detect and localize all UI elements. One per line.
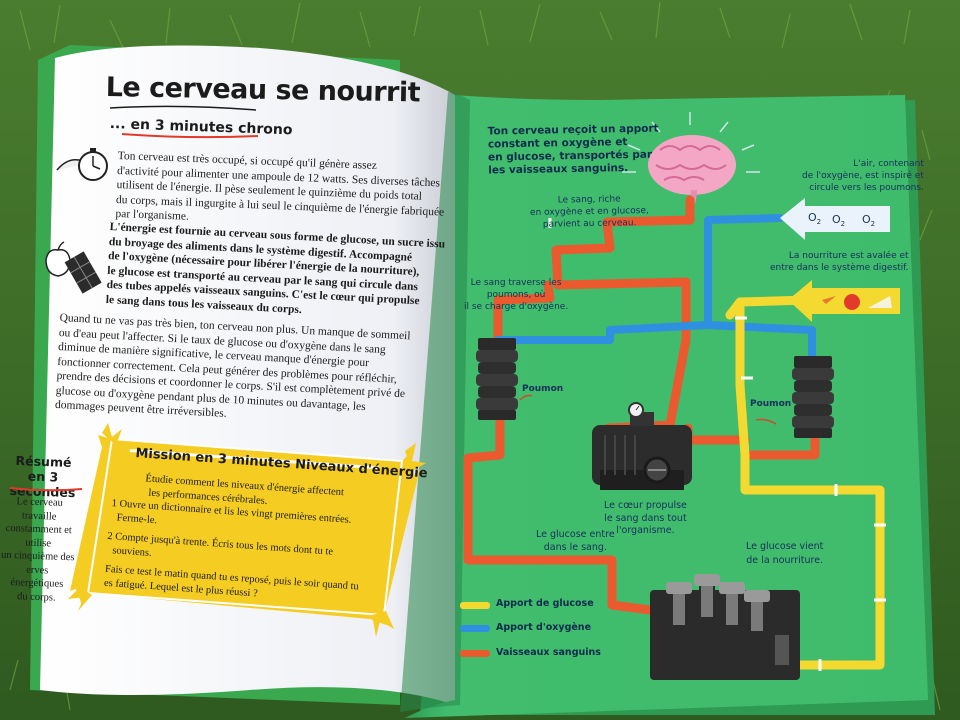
text-line: le sang dans tout xyxy=(604,512,687,524)
o2-label-1: O2 xyxy=(808,211,822,227)
text-line: constamment et utilise xyxy=(5,522,72,549)
subtitle-underline xyxy=(121,133,259,139)
poumon-left-label: Poumon xyxy=(522,384,564,394)
text-line: Résumé xyxy=(15,453,72,470)
legend-swatch-blood xyxy=(460,650,490,657)
glucose-pipe xyxy=(725,295,885,670)
text-line: circule vers les poumons. xyxy=(809,183,924,193)
air-text: L'air, contenant de l'oxygène, est inspi… xyxy=(802,158,924,194)
glucose-entre-text: Le glucose entre dans le sang. xyxy=(536,528,615,554)
legend-label-blood: Vaisseaux sanguins xyxy=(496,647,601,658)
text-line: un cinquième des xyxy=(0,549,75,564)
text-line: L'air, contenant xyxy=(853,159,924,169)
paragraph-2: L'énergie est fournie au cerveau sous fo… xyxy=(105,220,446,324)
o2-label-2: O2 xyxy=(832,213,846,229)
digestive-engine-icon xyxy=(650,574,800,680)
grass-blades xyxy=(9,1,941,711)
legend-label-glucose: Apport de glucose xyxy=(496,598,594,609)
legend-label-oxygen: Apport d'oxygène xyxy=(496,622,592,633)
resume-text: Le cerveau travaille constamment et util… xyxy=(0,495,78,606)
poumon-right-label: Poumon xyxy=(750,399,792,409)
coeur-text: Le cœur propulse le sang dans tout l'org… xyxy=(604,500,687,538)
text-line: dans le sang. xyxy=(543,542,607,553)
title-underline xyxy=(109,105,257,111)
paragraph-3: Quand tu ne vas pas très bien, ton cerve… xyxy=(55,311,411,431)
text-line: de l'oxygène, est inspiré et xyxy=(802,171,924,181)
text-line: Le cerveau travaille xyxy=(16,496,64,523)
text-line: il se charge d'oxygène. xyxy=(464,302,569,312)
text-line: de la nourriture. xyxy=(746,555,824,566)
intro-text: Ton cerveau reçoit un apport constant en… xyxy=(488,123,660,178)
text-line: Le glucose vient xyxy=(746,541,824,552)
apple-chocolate-icon xyxy=(45,241,102,294)
text-line: parvient au cerveau. xyxy=(542,218,637,230)
resume-title: Résumé en 3 secondes xyxy=(7,453,79,500)
text-line: Le sang traverse les xyxy=(470,278,562,288)
nourriture-text: La nourriture est avalée et entre dans l… xyxy=(770,250,909,274)
glucose-vient-text: Le glucose vient de la nourriture. xyxy=(746,540,823,568)
resume-underline xyxy=(9,487,83,492)
text-line: Le cœur propulse xyxy=(604,500,687,511)
mission-panel xyxy=(68,423,426,637)
text-line: Le glucose entre xyxy=(536,529,615,540)
pipe-joints xyxy=(548,218,886,671)
text-line: l'organisme. xyxy=(616,525,675,536)
text-line: du corps. xyxy=(16,590,56,604)
sang-riche-text: Le sang, riche en oxygène et en glucose,… xyxy=(530,193,649,231)
oxygen-arrow-icon xyxy=(780,198,890,240)
legend-swatch-oxygen xyxy=(460,625,490,632)
heart-pump-icon xyxy=(592,402,692,490)
legend-swatch-glucose xyxy=(460,602,490,609)
text-line: La nourriture est avalée et xyxy=(788,251,909,261)
sang-traverse-text: Le sang traverse les poumons, où il se c… xyxy=(464,277,568,313)
lung-left-icon xyxy=(476,338,518,420)
text-line: entre dans le système digestif. xyxy=(770,263,909,273)
text-line: poumons, où xyxy=(486,290,546,300)
food-arrow-icon xyxy=(788,280,900,322)
paragraph-1: Ton cerveau est très occupé, si occupé q… xyxy=(115,149,446,234)
page-title: Le cerveau se nourrit xyxy=(105,72,421,109)
lung-right-icon xyxy=(792,356,834,438)
mission-text: Étudie comment les niveaux d'énergie aff… xyxy=(104,470,366,607)
pointer-arrows xyxy=(519,394,777,425)
text-line: erves énergétiques xyxy=(10,564,64,590)
stopwatch-icon xyxy=(56,148,108,181)
o2-label-3: O2 xyxy=(862,213,876,229)
book-gutter xyxy=(400,92,470,712)
